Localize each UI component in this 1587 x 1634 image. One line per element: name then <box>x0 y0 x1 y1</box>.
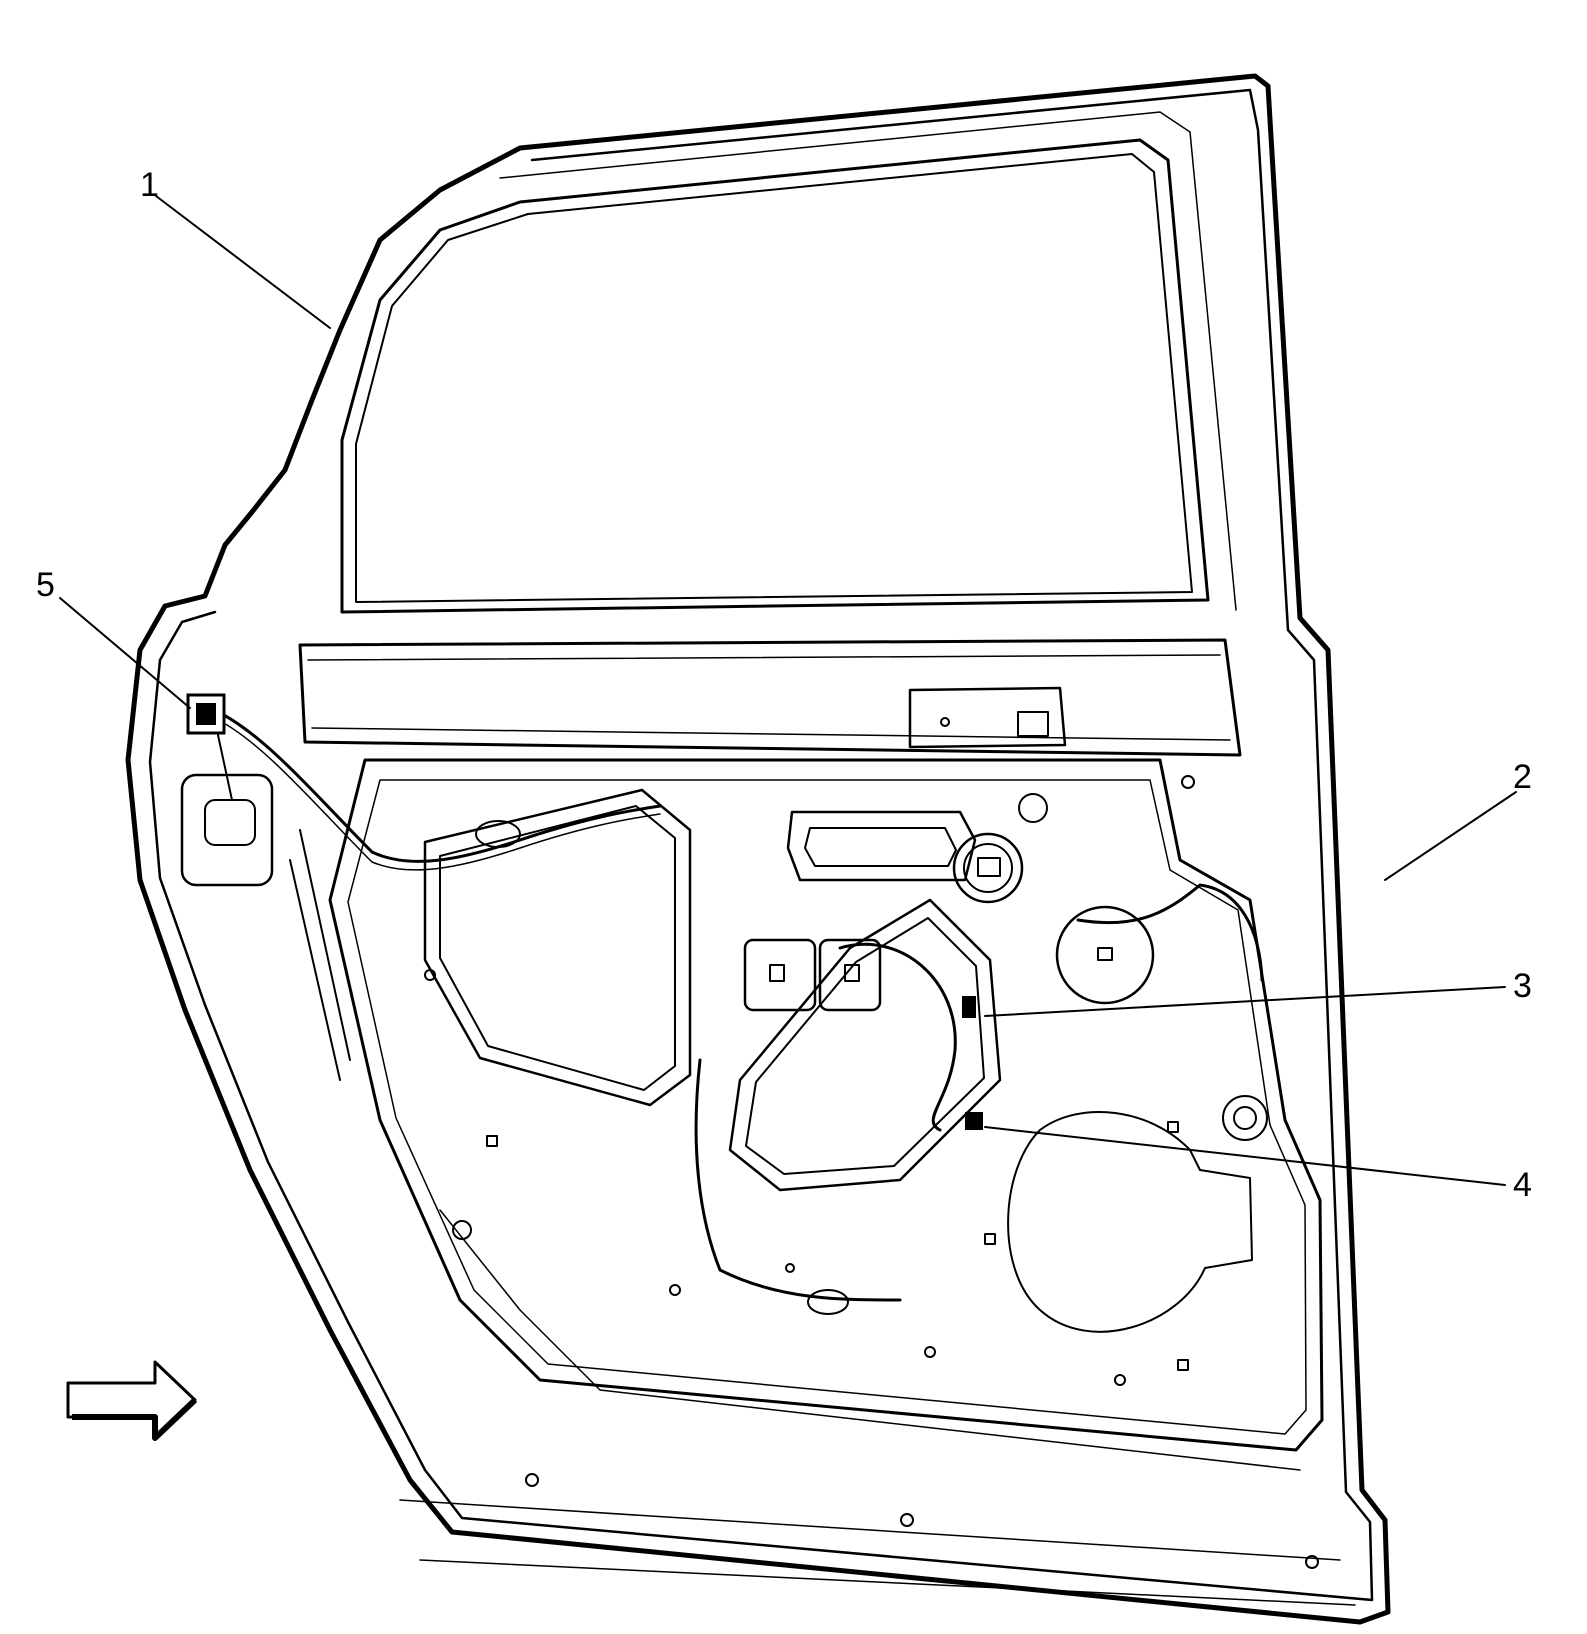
access-holes <box>423 788 1268 1333</box>
wiring-harness <box>220 712 1264 1302</box>
regulator-brackets <box>743 686 1067 1012</box>
callout-4-label: 4 <box>1513 1166 1532 1204</box>
door-outer-shell <box>125 73 1391 1625</box>
callout-3-label: 3 <box>1513 967 1532 1005</box>
callout-leaders <box>59 195 1517 1186</box>
callout-5-label: 5 <box>36 566 55 604</box>
callout-labels: 1 2 3 4 5 <box>36 166 1532 1204</box>
callout-1-label: 1 <box>140 166 159 204</box>
hinge-side-details <box>180 734 472 1240</box>
callout-2-leader <box>1384 791 1517 881</box>
callout-3-leader <box>984 986 1506 1017</box>
connector-component-4 <box>965 1112 983 1130</box>
callout-4-leader <box>984 1126 1506 1186</box>
connector-component-5 <box>186 693 226 735</box>
callout-1-leader <box>155 195 331 329</box>
callout-5-leader <box>59 597 191 709</box>
arrow-right-icon <box>66 1360 198 1441</box>
fastener-marks <box>424 775 1319 1569</box>
connector-component-3 <box>962 996 976 1018</box>
callout-2-label: 2 <box>1513 758 1532 796</box>
